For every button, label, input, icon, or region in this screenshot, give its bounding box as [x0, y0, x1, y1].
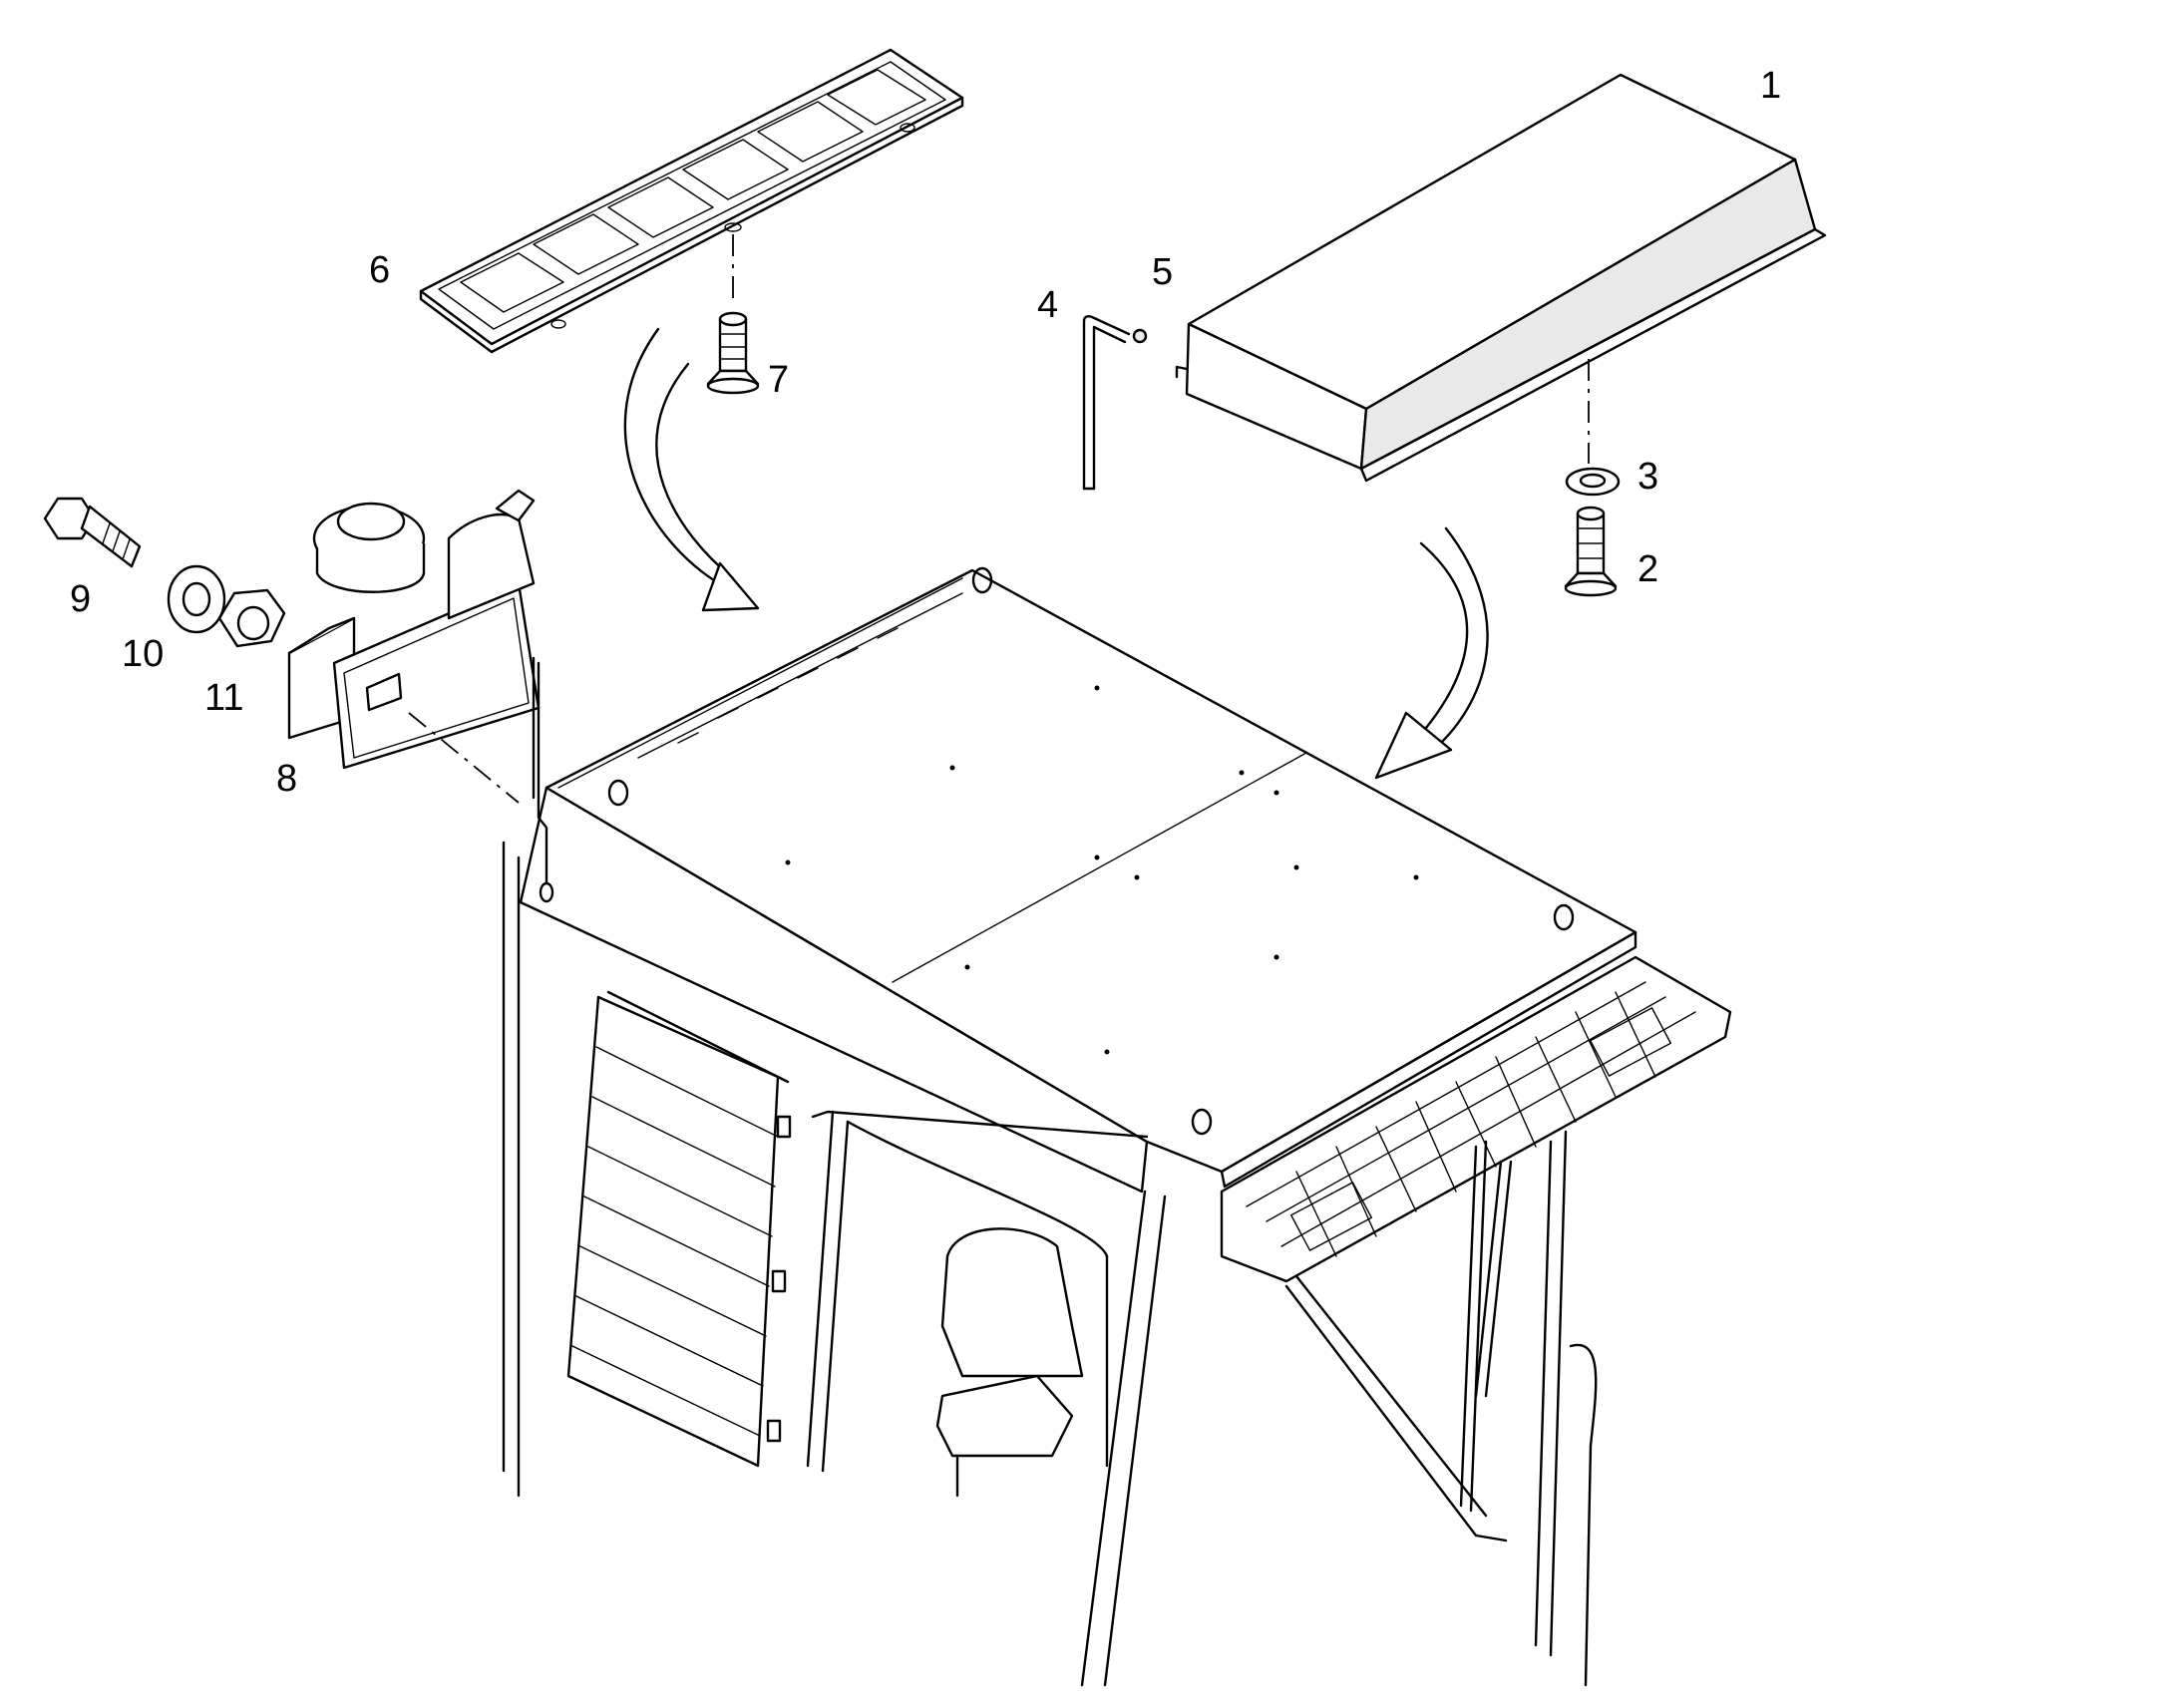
callout-8: 8	[276, 758, 297, 800]
visor-louvers	[1246, 981, 1696, 1257]
operator-seat	[935, 1227, 1084, 1498]
lifting-eyes	[607, 566, 1575, 1136]
callout-4: 4	[1037, 284, 1058, 326]
callout-2: 2	[1637, 548, 1658, 590]
roof-rivets	[785, 685, 1419, 1055]
cab-assembly	[502, 566, 1732, 1687]
part-2-bolt	[1564, 506, 1618, 597]
part-11-nut	[217, 588, 286, 648]
callout-5: 5	[1152, 251, 1173, 293]
part-9-bolt	[43, 497, 142, 568]
callout-labels: 1 2 3 4 5 6 7 8 9 10 11	[70, 65, 1781, 800]
part-6-filter-frame	[419, 48, 964, 354]
callout-1: 1	[1760, 65, 1781, 107]
part-3-washer	[1565, 467, 1621, 497]
left-roof-louvers	[557, 577, 963, 789]
callout-11: 11	[204, 677, 243, 719]
part-7-bolt	[706, 311, 760, 395]
filter-cells	[460, 69, 926, 313]
callout-7: 7	[768, 359, 789, 401]
callout-6: 6	[369, 249, 390, 291]
part-10-washer	[167, 564, 226, 634]
callout-10: 10	[122, 633, 164, 675]
part-5-plug	[1132, 328, 1148, 344]
callout-9: 9	[70, 578, 91, 620]
front-visor	[1220, 955, 1732, 1283]
assembly-arrows	[623, 327, 1489, 780]
part-4-tube	[1082, 315, 1131, 491]
part-8-blower	[287, 489, 554, 903]
callout-3: 3	[1637, 456, 1658, 498]
part-1-cover	[1175, 73, 1827, 483]
side-louver-grille	[566, 990, 792, 1468]
